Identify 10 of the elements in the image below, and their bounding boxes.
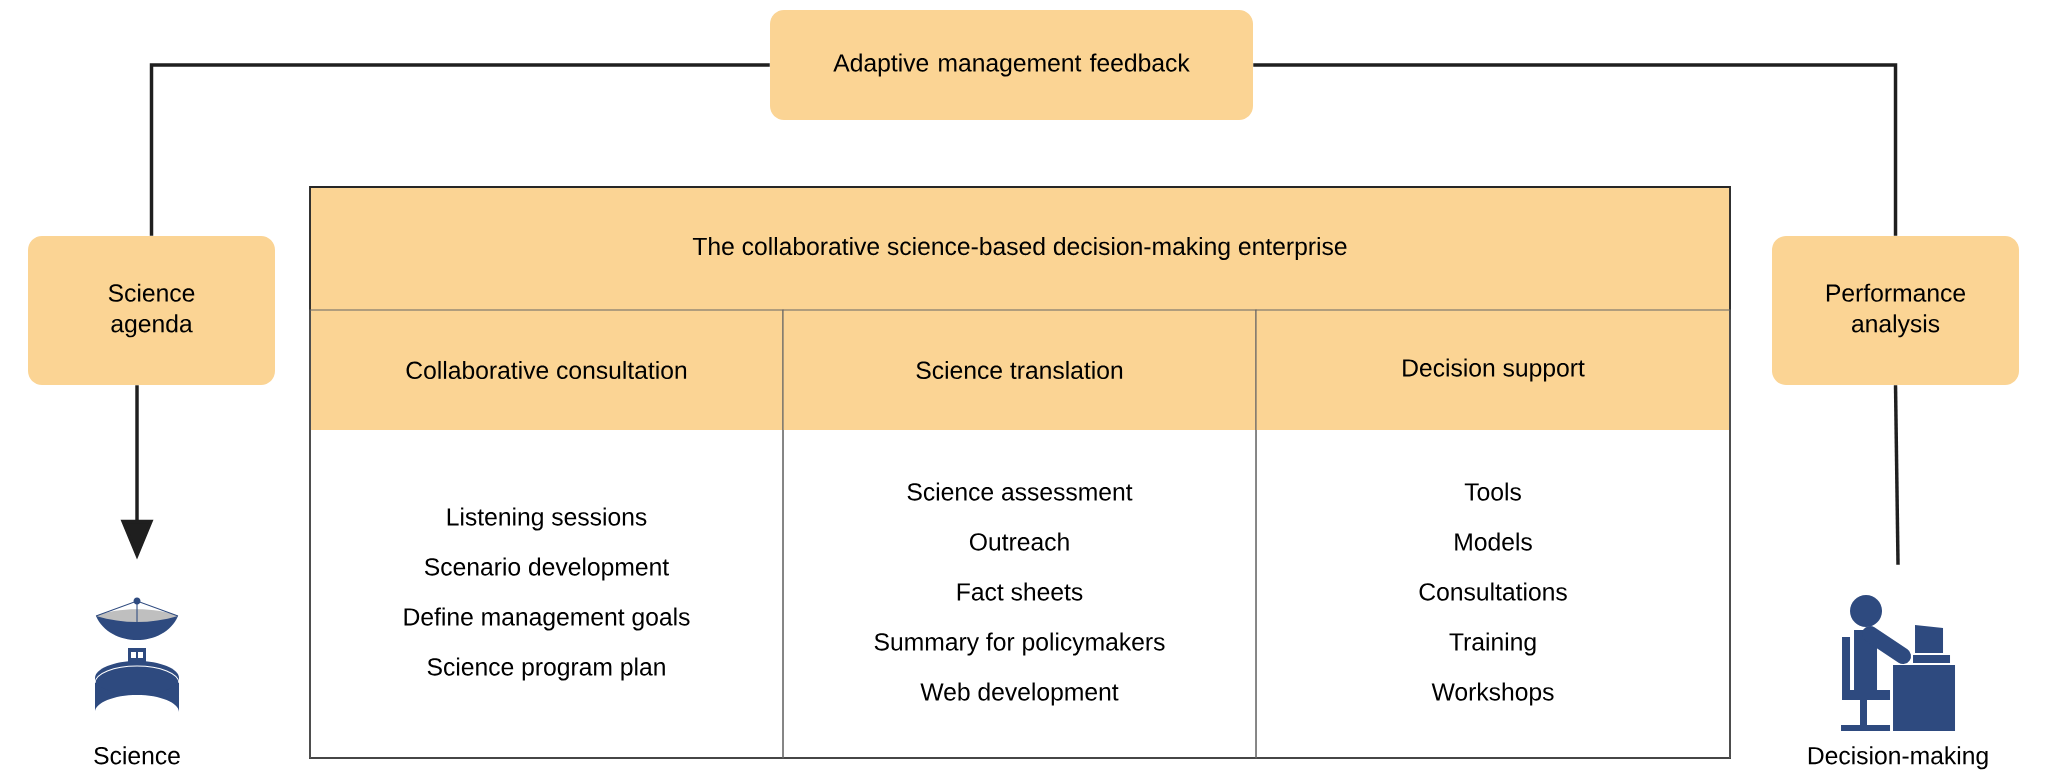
process-box: Performance analysis xyxy=(1772,236,2019,385)
satellite-dish-drawing xyxy=(94,597,180,712)
table-column: Decision support Tools Models Consultations Training Workshops xyxy=(1255,309,1731,759)
person-at-computer-drawing xyxy=(1841,595,1955,731)
table-column: Science translation Science assessment Outreach Fact sheets Summary for policymakers Web development xyxy=(782,309,1257,759)
icon-caption: Science xyxy=(94,746,180,765)
table-column: Collaborative consultation Listening sessions Scenario development Define management goals Science program plan xyxy=(309,309,784,759)
process-box: Adaptive management feedback xyxy=(770,10,1253,120)
icon-caption: Decision-making xyxy=(1808,746,1988,770)
process-box: Science agenda xyxy=(28,236,275,385)
